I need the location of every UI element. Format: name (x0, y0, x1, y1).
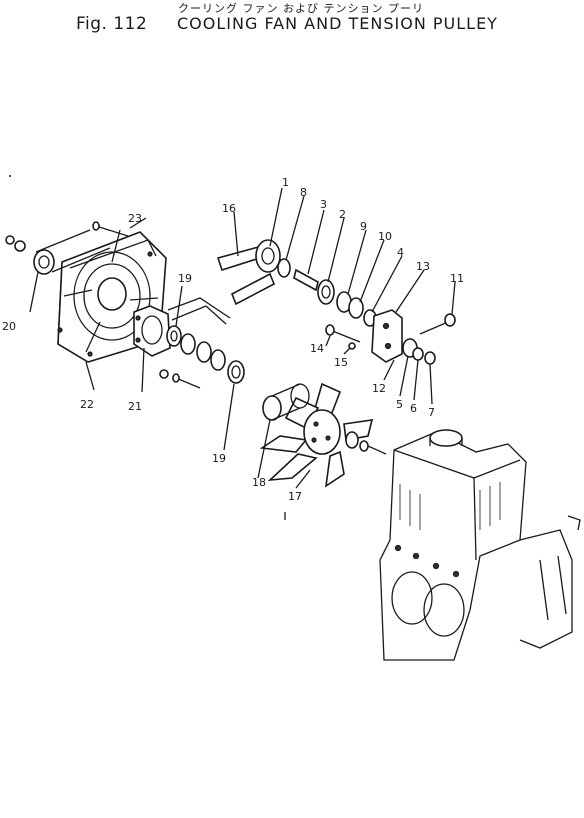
callout-2: 2 (339, 208, 346, 221)
callout-7: 7 (428, 406, 435, 419)
tension-bracket (371, 309, 418, 363)
callout-22: 22 (80, 398, 94, 411)
callout-18: 18 (252, 476, 266, 489)
fan-bracket (133, 297, 231, 357)
cooling-fan (259, 382, 374, 488)
bolt-14 (325, 324, 361, 350)
english-title: COOLING FAN AND TENSION PULLEY (177, 14, 498, 33)
callout-5: 5 (396, 398, 403, 411)
japanese-title: クーリング ファン および テンション プーリ (178, 2, 424, 15)
callout-labels: 1 2 3 4 5 6 7 8 9 10 11 12 13 14 15 16 1… (2, 176, 464, 503)
bolt-lower-left (159, 369, 201, 389)
callout-10: 10 (378, 230, 392, 243)
callout-9: 9 (360, 220, 367, 233)
callout-1: 1 (282, 176, 289, 189)
leader-lines (29, 187, 456, 489)
callout-13: 13 (416, 260, 430, 273)
callout-17: 17 (288, 490, 302, 503)
callout-20: 20 (2, 320, 16, 333)
callout-21: 21 (128, 400, 142, 413)
callout-11: 11 (450, 272, 464, 285)
fan-fasteners (345, 431, 387, 455)
callout-4: 4 (397, 246, 404, 259)
callout-12: 12 (372, 382, 386, 395)
fan-spacer (262, 383, 310, 421)
pulley-components (277, 258, 377, 327)
callout-3: 3 (320, 198, 327, 211)
bolt-23 (92, 221, 129, 237)
callout-19-lower: 19 (212, 452, 226, 465)
figure-title-block: クーリング ファン および テンション プーリ Fig. 112 COOLING… (0, 0, 584, 40)
callout-14: 14 (310, 342, 324, 355)
figure-number: Fig. 112 (76, 14, 148, 34)
callout-19-upper: 19 (178, 272, 192, 285)
adjust-bolt-11 (412, 313, 456, 365)
callout-8: 8 (300, 186, 307, 199)
belt-pulley-left (5, 229, 111, 275)
stray-dot (9, 175, 11, 177)
callout-15: 15 (334, 356, 348, 369)
tension-arm (216, 239, 281, 306)
engine-block (379, 429, 581, 661)
callout-16: 16 (222, 202, 236, 215)
callout-23: 23 (128, 212, 142, 225)
callout-6: 6 (410, 402, 417, 415)
bearing-cluster-left (166, 325, 245, 384)
